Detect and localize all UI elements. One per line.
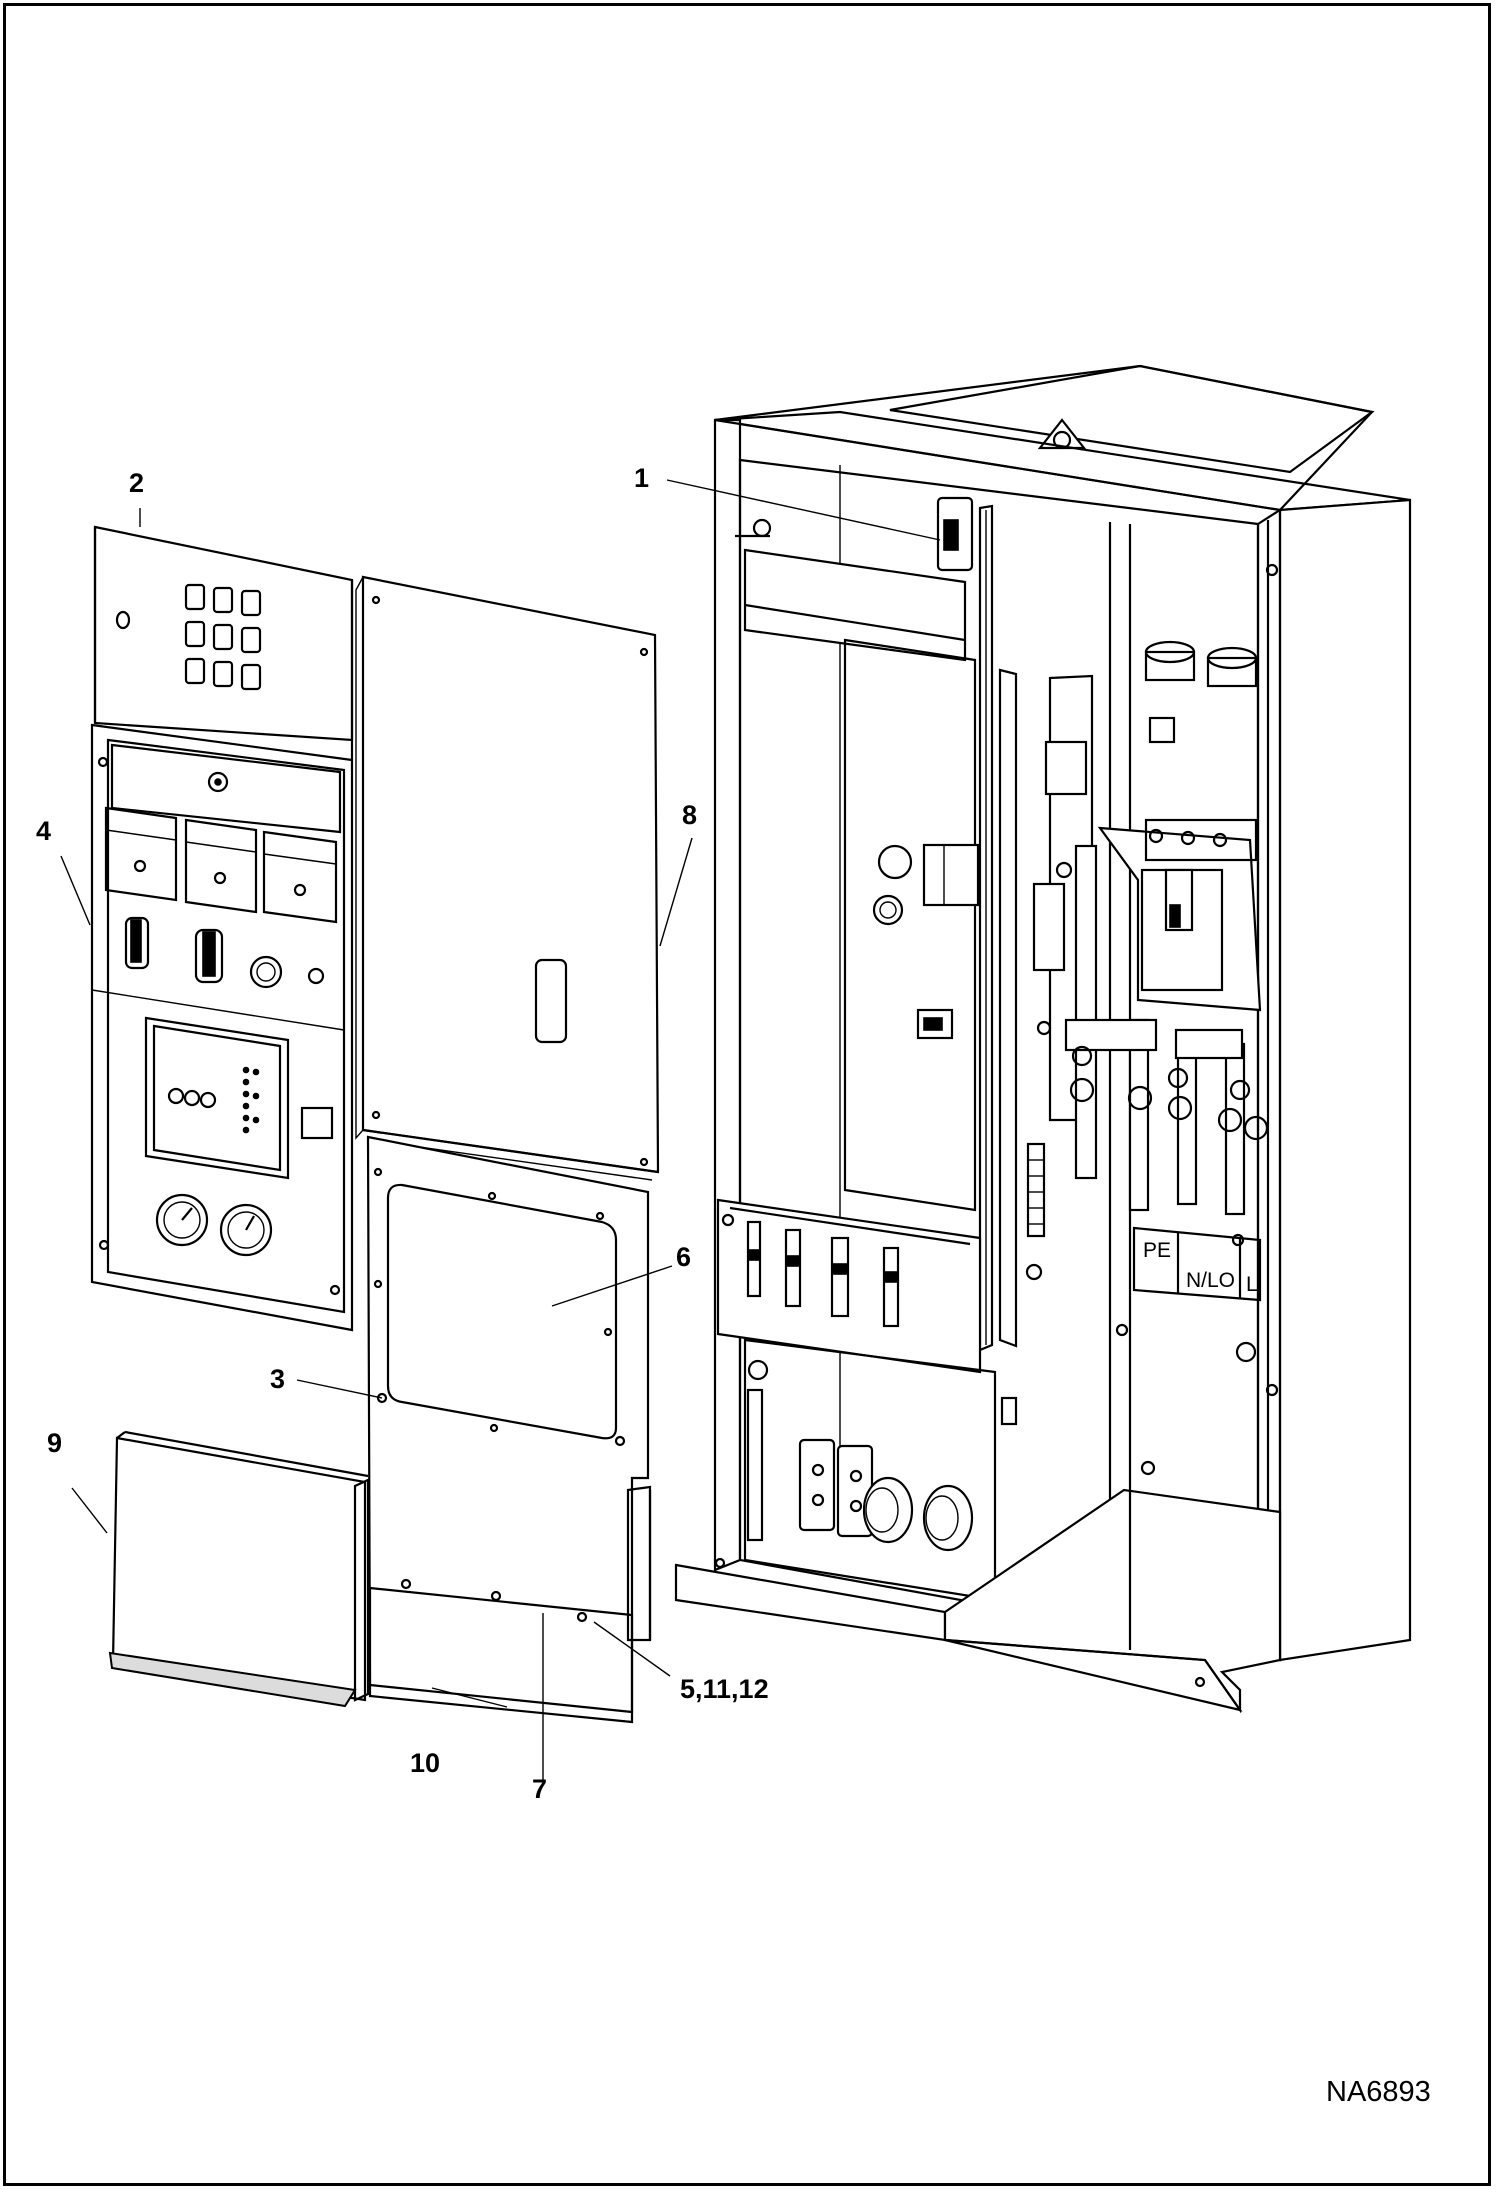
- callout-1: 1: [634, 463, 650, 493]
- panel-4-control-panel: [90, 723, 354, 1332]
- panel-7-lower-panel: [366, 1135, 652, 1714]
- callout-5-11-12: 5,11,12: [680, 1674, 769, 1704]
- panel-9-blanking-plate: [108, 1430, 370, 1708]
- terminal-label-l: L: [1246, 1273, 1258, 1296]
- terminal-label-nlo: N/LO: [1186, 1269, 1236, 1292]
- callout-3: 3: [270, 1364, 286, 1394]
- callout-8: 8: [682, 800, 698, 830]
- terminal-label-pe: PE: [1143, 1239, 1172, 1262]
- drawing-frame: [3, 3, 1491, 2186]
- callout-2: 2: [129, 468, 145, 498]
- callout-7: 7: [532, 1774, 548, 1804]
- callout-4: 4: [36, 816, 52, 846]
- callout-10: 10: [410, 1748, 441, 1778]
- leader-lines: [60, 479, 941, 1780]
- panel-8-cover-panel: [355, 575, 660, 1181]
- callout-6: 6: [676, 1242, 692, 1272]
- panel-2-keypad-panel: [93, 525, 354, 760]
- keypad-icon: [184, 583, 262, 691]
- main-enclosure: [674, 364, 1412, 1714]
- callout-9: 9: [47, 1428, 63, 1458]
- panel-10-lower-strip: [368, 1586, 634, 1724]
- led-column: [242, 1066, 260, 1134]
- figure-id: NA6893: [1326, 2076, 1431, 2108]
